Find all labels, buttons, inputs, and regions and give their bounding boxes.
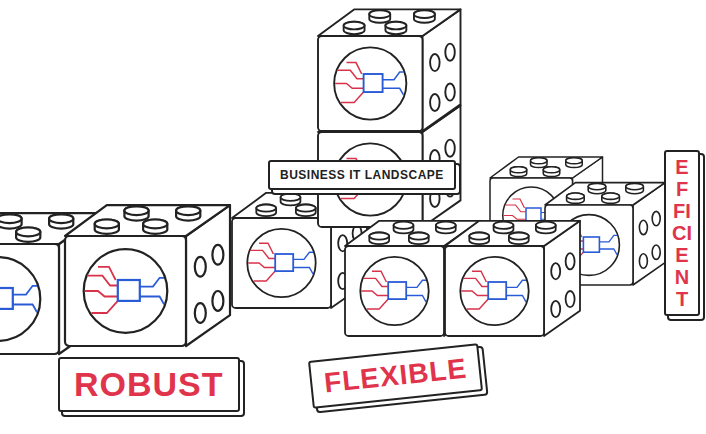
lego-cube: [318, 9, 461, 131]
flexible-sign: FLEXIBLE: [308, 343, 483, 409]
sign-text: BUSINESS IT LANDSCAPE: [280, 168, 444, 182]
lego-cube: [445, 221, 580, 336]
sign-text: EFFICIENT: [672, 156, 692, 310]
sign-text: ROBUST: [74, 365, 224, 404]
lego-cube: [65, 205, 230, 346]
robust-sign: ROBUST: [58, 357, 240, 412]
sign-text: FLEXIBLE: [323, 353, 469, 400]
landscape-sign: BUSINESS IT LANDSCAPE: [268, 160, 456, 190]
efficient-sign: EFFICIENT: [664, 150, 700, 316]
